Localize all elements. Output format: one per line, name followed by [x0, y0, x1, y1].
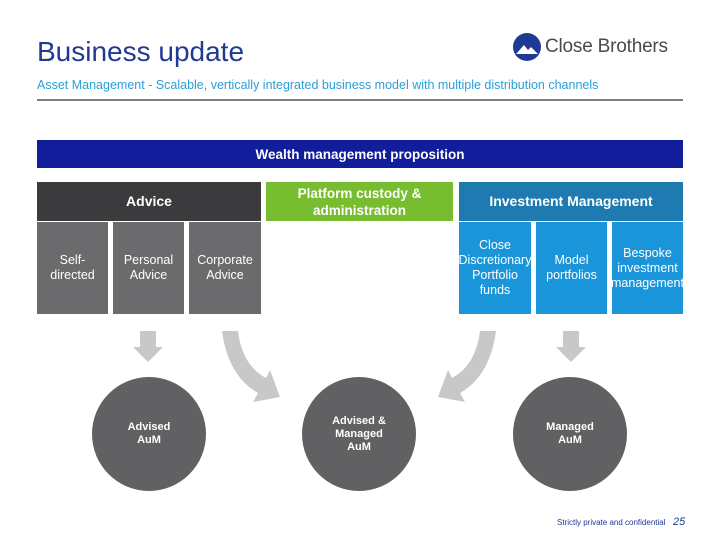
self-directed-box: Self- directed	[37, 222, 108, 314]
bespoke-investment-management-box: Bespoke investment management	[611, 222, 684, 314]
close-brothers-logo-icon	[513, 33, 541, 61]
close-discretionary-portfolio-funds-box: Close Discretionary Portfolio funds	[459, 222, 531, 314]
page-number: 25	[673, 516, 686, 528]
advice-header: Advice	[37, 182, 261, 221]
box-label-line: Portfolio	[472, 268, 518, 282]
logo-text: Close Brothers	[545, 36, 668, 57]
investment-management-header: Investment Management	[459, 182, 683, 221]
box-label-line: Advice	[206, 268, 244, 282]
circle-label-line: Managed	[335, 427, 383, 440]
circle-label-line: AuM	[137, 434, 161, 446]
platform-header: Platform custody & administration	[266, 182, 453, 221]
arrow-down-right-icon	[556, 331, 586, 362]
circle-label-line: Managed	[546, 421, 594, 433]
box-label-line: Discretionary	[458, 253, 532, 267]
company-logo: Close Brothers	[512, 31, 687, 63]
circle-label-line: Advised &	[332, 414, 386, 427]
personal-advice-box: Personal Advice	[113, 222, 184, 314]
box-label-line: management	[611, 275, 684, 290]
arrow-down-left-icon	[133, 331, 163, 362]
managed-aum-circle: Managed AuM	[513, 377, 627, 491]
box-label-line: funds	[479, 283, 511, 297]
box-label-line: Advice	[129, 268, 168, 282]
box-label-line: portfolios	[546, 268, 597, 282]
circle-label-line: AuM	[347, 440, 371, 453]
platform-header-line-1: Platform custody &	[297, 185, 422, 201]
box-label-line: Self-	[59, 253, 86, 267]
circle-label-line: Advised	[127, 421, 171, 433]
title-divider	[37, 99, 683, 101]
platform-header-line-2: administration	[312, 202, 406, 218]
page-subtitle: Asset Management - Scalable, vertically …	[37, 78, 599, 92]
confidential-notice: Strictly private and confidential	[557, 518, 666, 527]
wealth-management-banner: Wealth management proposition	[37, 140, 683, 168]
box-label-line: Bespoke	[623, 245, 672, 260]
advised-managed-aum-circle: Advised & Managed AuM	[302, 377, 416, 491]
box-label-line: directed	[50, 268, 95, 282]
box-label-line: Close	[479, 238, 511, 252]
box-label-line: investment	[617, 260, 678, 275]
circle-label-line: AuM	[558, 434, 582, 446]
corporate-advice-box: Corporate Advice	[189, 222, 261, 314]
page-title: Business update	[37, 36, 245, 67]
advised-aum-circle: Advised AuM	[92, 377, 206, 491]
box-label-line: Model	[554, 253, 589, 267]
box-label-line: Corporate	[197, 253, 253, 267]
curved-arrow-left-icon	[438, 331, 496, 402]
model-portfolios-box: Model portfolios	[536, 222, 607, 314]
box-label-line: Personal	[123, 253, 174, 267]
curved-arrow-right-icon	[222, 331, 280, 402]
